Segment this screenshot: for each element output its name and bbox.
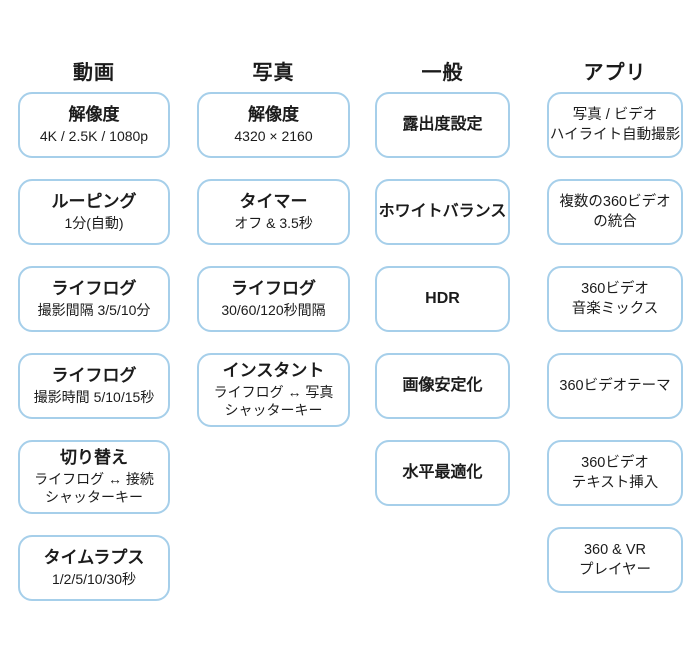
column-header-3: アプリ <box>583 61 647 84</box>
feature-box: 360ビデオ音楽ミックス <box>547 266 683 332</box>
feature-line: 撮影間隔 3/5/10分 <box>37 302 151 319</box>
feature-title: ライフログ <box>231 279 316 299</box>
feature-box: HDR <box>375 266 510 332</box>
feature-line: 360ビデオ <box>581 280 649 297</box>
feature-box: タイマーオフ & 3.5秒 <box>197 179 350 245</box>
feature-line: ライフログ ↔ 写真 <box>213 383 334 400</box>
feature-line: プレイヤー <box>578 562 652 578</box>
feature-box: 解像度 4320 × 2160 <box>197 92 350 158</box>
feature-line: シャッターキー <box>224 402 323 419</box>
feature-line: 撮影時間 5/10/15秒 <box>33 389 155 406</box>
feature-box: インスタントライフログ ↔ 写真シャッターキー <box>197 353 350 427</box>
feature-line: 360ビデオ <box>581 454 649 471</box>
feature-title: インスタント <box>222 361 325 380</box>
feature-title: ルーピング <box>51 192 137 212</box>
feature-title: 解像度 <box>68 105 120 125</box>
feature-title: ライフログ <box>51 366 137 386</box>
feature-line: の統合 <box>593 214 637 230</box>
feature-line: 複数の360ビデオ <box>559 193 671 210</box>
feature-title: ホワイトバランス <box>378 203 507 221</box>
feature-box: 360 & VR プレイヤー <box>547 527 683 593</box>
feature-line: 360 & VR <box>583 541 647 558</box>
column-header-0: 動画 <box>73 61 115 84</box>
feature-box: 複数の360ビデオの統合 <box>547 179 683 245</box>
feature-line: 30/60/120秒間隔 <box>221 302 326 319</box>
feature-title: タイムラプス <box>43 548 145 568</box>
feature-line: 4K / 2.5K / 1080p <box>39 128 149 145</box>
feature-title: タイマー <box>239 192 308 212</box>
feature-column-1: 写真解像度 4320 × 2160 タイマーオフ & 3.5秒ライフログ 30/60/… <box>197 48 350 448</box>
feature-box: 360ビデオテーマ <box>547 353 683 419</box>
feature-line: オフ & 3.5秒 <box>234 215 313 232</box>
feature-title: 解像度 <box>248 105 299 125</box>
feature-box: ライフログ撮影時間 5/10/15秒 <box>18 353 170 419</box>
feature-box: 360ビデオテキスト挿入 <box>547 440 683 506</box>
feature-line: シャッターキー <box>45 489 143 506</box>
feature-line: 1分(自動) <box>64 215 124 232</box>
feature-title: 露出度設定 <box>402 116 483 134</box>
feature-box: ルーピング 1分(自動) <box>18 179 170 245</box>
feature-box: 露出度設定 <box>375 92 510 158</box>
column-header-1: 写真 <box>252 61 295 84</box>
feature-line: 4320 × 2160 <box>234 128 313 145</box>
feature-box: 写真 / ビデオハイライト自動撮影 <box>547 92 683 158</box>
feature-box: 画像安定化 <box>375 353 510 419</box>
feature-title: HDR <box>425 290 460 308</box>
feature-line: 写真 / ビデオ <box>572 106 658 123</box>
feature-box: ホワイトバランス <box>375 179 510 245</box>
feature-box: ライフログ撮影間隔 3/5/10分 <box>18 266 170 332</box>
feature-title: 切り替え <box>60 448 128 467</box>
feature-box: ライフログ 30/60/120秒間隔 <box>197 266 350 332</box>
feature-title: 画像安定化 <box>402 377 483 395</box>
feature-box: 切り替えライフログ ↔ 接続シャッターキー <box>18 440 170 514</box>
feature-line: 1/2/5/10/30秒 <box>51 571 137 588</box>
feature-line: 360ビデオテーマ <box>559 377 671 394</box>
feature-box: タイムラプス 1/2/5/10/30秒 <box>18 534 170 601</box>
feature-line: 音楽ミックス <box>571 301 659 317</box>
feature-box: 水平最適化 <box>375 440 510 506</box>
feature-line: ハイライト自動撮影 <box>549 127 681 143</box>
feature-line: テキスト挿入 <box>571 475 659 491</box>
column-header-2: 一般 <box>421 61 464 84</box>
feature-line: ライフログ ↔ 接続 <box>34 470 154 487</box>
feature-box: 解像度 4K / 2.5K / 1080p <box>18 92 170 158</box>
feature-title: ライフログ <box>51 279 137 299</box>
feature-column-2: 一般露出度設定ホワイトバランス HDR 画像安定化水平最適化 <box>375 48 510 527</box>
feature-title: 水平最適化 <box>402 464 483 482</box>
